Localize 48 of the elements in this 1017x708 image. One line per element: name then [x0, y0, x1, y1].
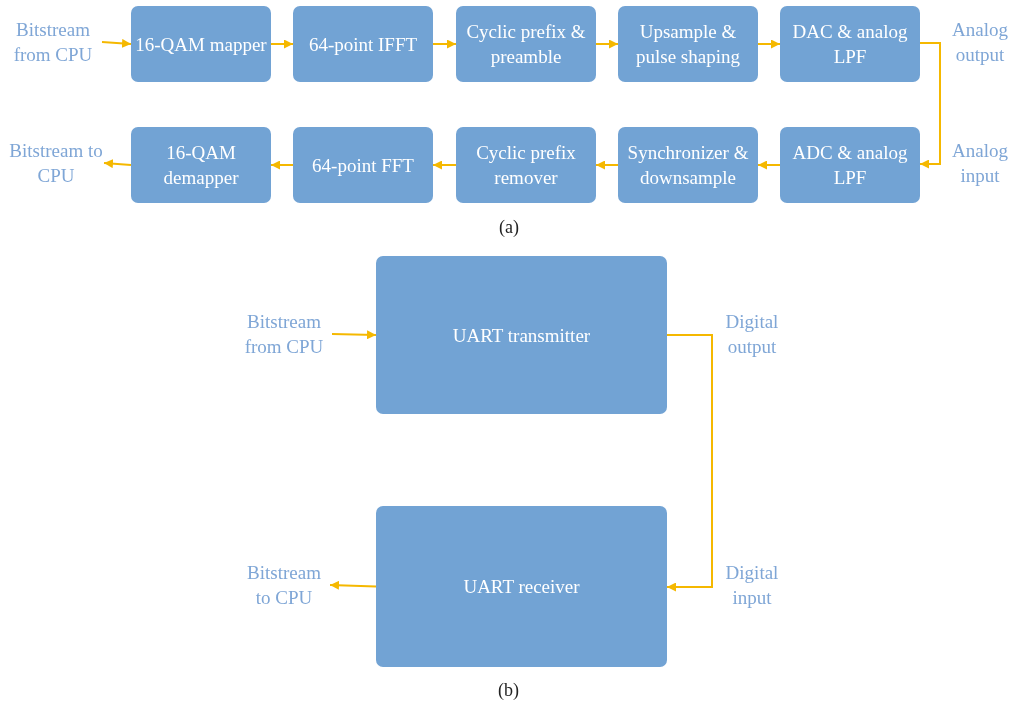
box-text: UART receiver [463, 575, 580, 599]
process-box [456, 6, 596, 82]
box-text: ADC & analog LPF [791, 141, 909, 190]
signal-label: Analog input [951, 139, 1009, 188]
process-box [618, 6, 758, 82]
box-text: 64-point IFFT [308, 32, 418, 57]
arrow [103, 159, 132, 169]
caption-label: (a) [499, 217, 519, 238]
signal-label: Digital input [724, 561, 780, 610]
box-text: 16-QAM mapper [135, 32, 267, 57]
arrow [757, 39, 781, 49]
process-box [376, 256, 667, 414]
text-label: Bitstream to CPU [8, 138, 104, 188]
arrow [757, 160, 781, 170]
arrow [101, 38, 132, 48]
arrow [595, 160, 619, 170]
text-label: Bitstream from CPU [4, 17, 102, 67]
box-text: DAC & analog LPF [791, 20, 909, 69]
arrow [329, 580, 377, 590]
arrow [270, 160, 294, 170]
caption-label: (b) [498, 680, 519, 701]
box-text: 64-point FFT [312, 153, 414, 178]
arrow [432, 160, 457, 170]
box-text: Cyclic prefix & preamble [465, 20, 587, 69]
process-box [780, 127, 920, 203]
process-box [131, 6, 271, 82]
process-box [293, 6, 433, 82]
process-box [293, 127, 433, 203]
signal-label: Analog output [951, 18, 1009, 67]
arrow [270, 39, 294, 49]
arrow [919, 42, 941, 169]
process-box [456, 127, 596, 203]
box-text: UART transmitter [452, 323, 591, 348]
box-text: 16-QAM demapper [162, 141, 240, 190]
arrow [595, 39, 619, 49]
text-label: Bitstream to CPU [238, 560, 330, 610]
process-box [618, 127, 758, 203]
text-label: Bitstream from CPU [236, 309, 332, 359]
process-box [780, 6, 920, 82]
process-box [376, 506, 667, 667]
arrow [331, 330, 377, 340]
signal-label: Digital output [724, 310, 780, 359]
box-text: Cyclic prefix remover [475, 141, 577, 190]
arrow [666, 334, 713, 592]
box-text: Upsample & pulse shaping [635, 20, 741, 69]
box-text: Synchronizer & downsample [626, 141, 750, 190]
process-box [131, 127, 271, 203]
arrow [432, 39, 457, 49]
